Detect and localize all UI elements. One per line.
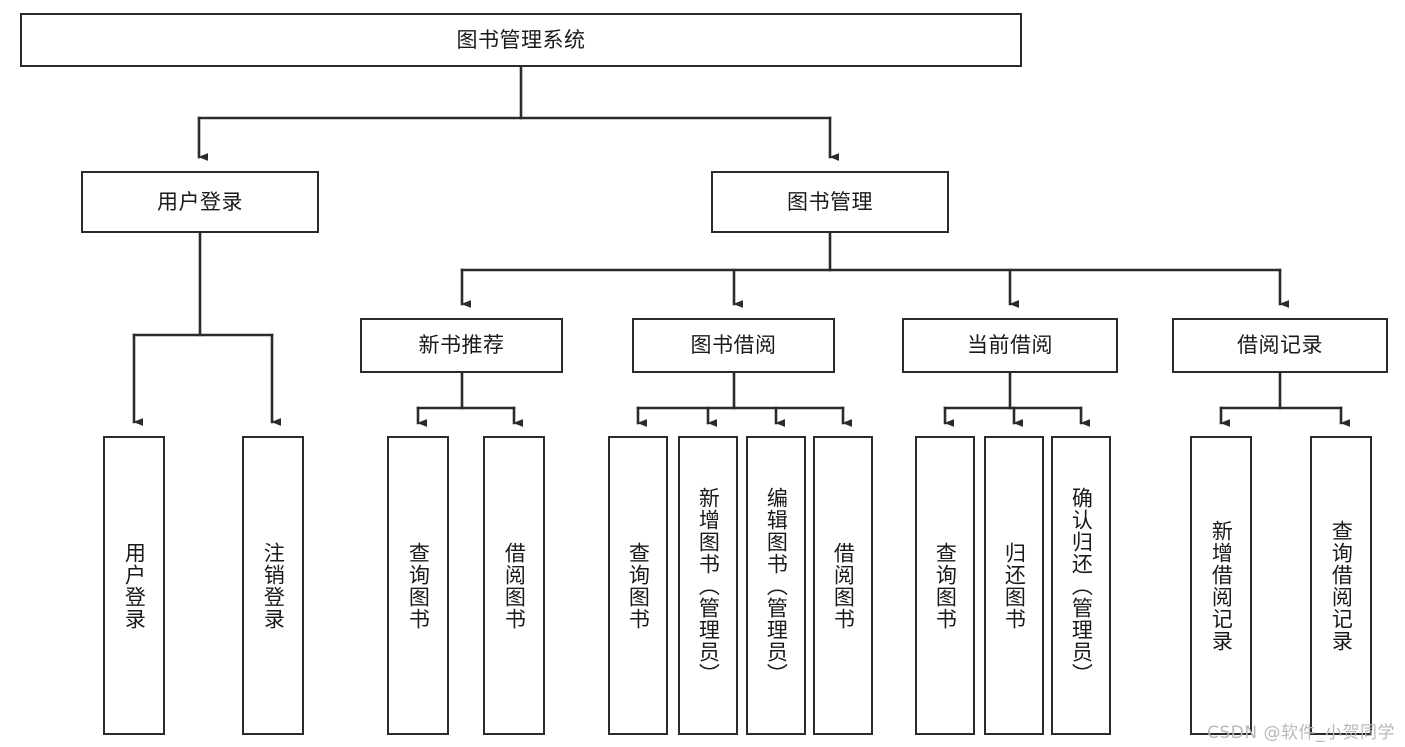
node-book-manage[interactable]: 图书管理: [711, 171, 949, 233]
node-label: 查询借阅记录: [1329, 519, 1354, 652]
node-new-book-rec[interactable]: 新书推荐: [360, 318, 563, 373]
node-leaf-return-book[interactable]: 归还图书: [984, 436, 1044, 735]
node-label: 新增借阅记录: [1209, 519, 1234, 652]
node-label: 用户登录: [157, 189, 243, 214]
node-borrow-record[interactable]: 借阅记录: [1172, 318, 1388, 373]
node-label: 借阅图书: [502, 541, 527, 630]
node-label: 借阅记录: [1237, 333, 1323, 358]
node-leaf-query-book-1[interactable]: 查询图书: [387, 436, 449, 735]
node-label: 确认归还（管理员）: [1069, 486, 1094, 685]
node-leaf-borrow-book-1[interactable]: 借阅图书: [483, 436, 545, 735]
node-label: 图书管理: [787, 189, 873, 214]
node-book-borrow[interactable]: 图书借阅: [632, 318, 835, 373]
node-label: 借阅图书: [831, 541, 856, 630]
node-label: 查询图书: [406, 541, 431, 630]
node-label: 查询图书: [933, 541, 958, 630]
node-label: 当前借阅: [967, 333, 1053, 358]
node-label: 编辑图书（管理员）: [764, 486, 789, 685]
node-label: 新增图书（管理员）: [696, 486, 721, 685]
node-leaf-add-record[interactable]: 新增借阅记录: [1190, 436, 1252, 735]
node-leaf-query-record[interactable]: 查询借阅记录: [1310, 436, 1372, 735]
node-leaf-edit-book[interactable]: 编辑图书（管理员）: [746, 436, 806, 735]
node-user-login[interactable]: 用户登录: [81, 171, 319, 233]
node-label: 注销登录: [261, 541, 286, 630]
node-leaf-user-logout[interactable]: 注销登录: [242, 436, 304, 735]
node-leaf-confirm-return[interactable]: 确认归还（管理员）: [1051, 436, 1111, 735]
node-leaf-user-login[interactable]: 用户登录: [103, 436, 165, 735]
node-label: 图书借阅: [690, 333, 777, 358]
node-current-borrow[interactable]: 当前借阅: [902, 318, 1118, 373]
node-label: 图书管理系统: [456, 27, 586, 52]
node-leaf-borrow-book-2[interactable]: 借阅图书: [813, 436, 873, 735]
node-label: 新书推荐: [418, 333, 505, 358]
node-label: 查询图书: [626, 541, 651, 630]
node-leaf-query-book-2[interactable]: 查询图书: [608, 436, 668, 735]
node-label: 归还图书: [1002, 541, 1027, 630]
watermark-text: CSDN @软件_小贺同学: [1207, 723, 1395, 743]
node-leaf-add-book[interactable]: 新增图书（管理员）: [678, 436, 738, 735]
node-leaf-query-book-3[interactable]: 查询图书: [915, 436, 975, 735]
node-label: 用户登录: [122, 541, 147, 630]
node-root-system[interactable]: 图书管理系统: [20, 13, 1022, 67]
